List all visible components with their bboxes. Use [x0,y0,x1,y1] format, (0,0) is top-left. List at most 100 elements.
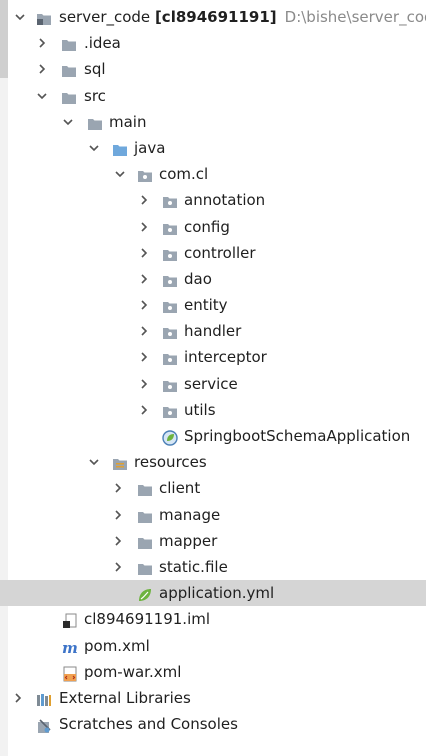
package-icon [162,192,178,209]
chevron-down-icon[interactable] [62,109,74,135]
tree-row-resource-client[interactable]: client [0,475,426,501]
tree-row-package-controller[interactable]: controller [0,240,426,266]
tree-label: com.cl [159,165,209,184]
tree-label: utils [184,400,216,419]
tree-row-package-dao[interactable]: dao [0,266,426,292]
tree-label: java [134,138,166,157]
module-folder-icon [36,9,52,25]
folder-icon [87,114,103,130]
folder-icon [137,559,153,575]
project-name: server_code [59,8,151,26]
chevron-right-icon[interactable] [138,371,150,397]
tree-row-resource-mapper[interactable]: mapper [0,528,426,554]
chevron-down-icon[interactable] [88,135,100,161]
tree-row-pom[interactable]: m pom.xml [0,633,426,659]
chevron-right-icon[interactable] [138,318,150,344]
tree-row-package-interceptor[interactable]: interceptor [0,344,426,370]
spring-yml-icon [137,585,153,602]
tree-row-resource-static-file[interactable]: static.file [0,554,426,580]
tree-row-package-annotation[interactable]: annotation [0,187,426,213]
chevron-right-icon[interactable] [12,685,24,711]
tree-row-package-config[interactable]: config [0,214,426,240]
tree-row-package-service[interactable]: service [0,371,426,397]
xml-file-icon [62,664,78,682]
chevron-right-icon[interactable] [36,30,48,56]
scratches-icon [36,716,52,734]
chevron-right-icon[interactable] [138,214,150,240]
tree-label: controller [184,243,256,262]
chevron-right-icon[interactable] [112,554,124,580]
scrollbar-track[interactable] [0,0,8,756]
chevron-right-icon[interactable] [138,266,150,292]
tree-row-main[interactable]: main [0,109,426,135]
package-icon [162,323,178,340]
tree-row-src[interactable]: src [0,83,426,109]
folder-icon [61,88,77,104]
package-icon [162,245,178,261]
tree-label: dao [184,269,212,288]
tree-row-sql[interactable]: sql [0,56,426,82]
tree-row-resource-manage[interactable]: manage [0,502,426,528]
folder-icon [61,35,77,52]
tree-label: config [184,217,230,236]
folder-icon [61,61,77,78]
tree-label: application.yml [159,584,275,603]
tree-row-package-handler[interactable]: handler [0,318,426,344]
chevron-down-icon[interactable] [14,4,26,30]
chevron-right-icon[interactable] [36,56,48,82]
folder-icon [137,507,153,523]
tree-label: service [184,374,238,393]
resources-folder-icon [112,454,128,471]
chevron-right-icon[interactable] [112,502,124,528]
tree-row-package-entity[interactable]: entity [0,292,426,318]
tree-row-scratches[interactable]: Scratches and Consoles [0,711,426,737]
folder-icon [137,480,153,497]
tree-label: src [84,86,106,105]
tree-row-pom-war[interactable]: pom-war.xml [0,659,426,685]
tree-row-java[interactable]: java [0,135,426,161]
project-branch: [cl894691191] [154,8,277,26]
scrollbar-thumb[interactable] [0,0,8,78]
tree-label: interceptor [184,348,267,367]
tree-label: annotation [184,191,266,210]
tree-row-idea[interactable]: .idea [0,30,426,56]
package-icon [162,349,178,366]
svg-text:m: m [62,640,78,656]
chevron-right-icon[interactable] [138,187,150,213]
tree-row-iml[interactable]: cl894691191.iml [0,606,426,632]
tree-label: entity [184,296,228,315]
tree-label: static.file [159,557,228,576]
chevron-right-icon[interactable] [138,292,150,318]
chevron-right-icon[interactable] [112,528,124,554]
tree-label: resources [134,453,207,472]
tree-row-package[interactable]: com.cl [0,161,426,187]
tree-label: External Libraries [59,688,191,707]
tree-row-external-libraries[interactable]: External Libraries [0,685,426,711]
chevron-right-icon[interactable] [138,240,150,266]
chevron-right-icon[interactable] [138,344,150,370]
chevron-down-icon[interactable] [88,449,100,475]
package-icon [162,219,178,235]
chevron-right-icon[interactable] [138,397,150,423]
package-icon [162,376,178,392]
tree-label: SpringbootSchemaApplication [184,427,411,445]
folder-icon [137,533,153,549]
tree-label: .idea [84,34,121,53]
tree-row-package-utils[interactable]: utils [0,397,426,423]
tree-row-application-yml[interactable]: application.yml [0,580,426,607]
maven-icon: m [62,638,78,657]
project-path: D:\bishe\server_code [284,8,426,26]
package-icon [137,166,153,183]
chevron-down-icon[interactable] [114,161,126,187]
library-icon [36,690,52,706]
tree-label: cl894691191.iml [84,610,211,629]
tree-label: pom.xml [84,636,150,655]
tree-row-app-class[interactable]: SpringbootSchemaApplication [0,423,426,449]
tree-label: main [109,112,147,131]
tree-label: sql [84,60,106,79]
chevron-down-icon[interactable] [36,83,48,109]
tree-row-resources[interactable]: resources [0,449,426,475]
chevron-right-icon[interactable] [112,475,124,501]
package-icon [162,271,178,287]
tree-row-project-root[interactable]: server_code [cl894691191] D:\bishe\server… [0,4,426,30]
